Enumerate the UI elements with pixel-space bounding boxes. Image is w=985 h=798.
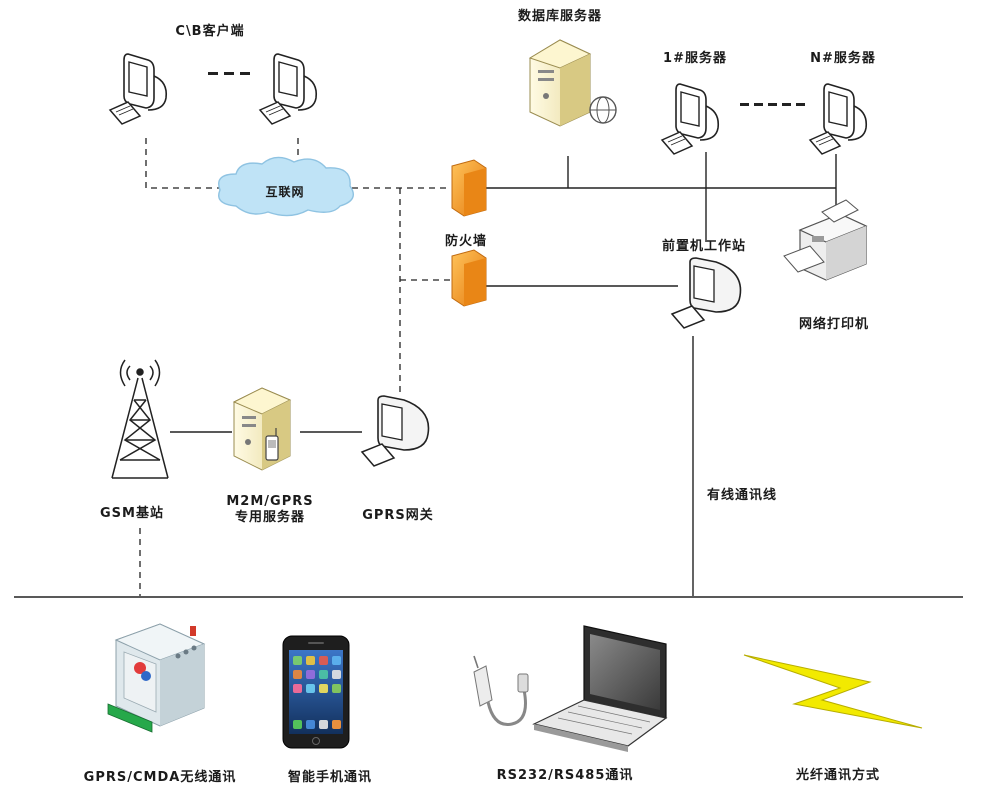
db-server-label: 数据库服务器 [517,9,603,24]
rs232-label: RS232/RS485通讯 [496,768,634,783]
client-computer-icon [109,53,168,125]
database-server-icon [528,39,617,127]
m2m-server-label: M2M/GPRS 专用服务器 [226,494,313,526]
client-computer-icon [259,53,318,125]
m2m-server-label-line2: 专用服务器 [234,510,305,525]
m2m-server-icon [232,387,292,471]
m2m-server-label-line1: M2M/GPRS [226,494,314,509]
cloud-icon [218,156,354,217]
firewall-icon [451,159,487,217]
ellipsis-dashes [740,103,805,106]
wired-line-label: 有线通讯线 [707,488,778,503]
lightning-icon [743,654,923,729]
laptop-icon [532,625,668,752]
usb-cable-icon [473,655,529,727]
ellipsis-dashes [208,72,250,75]
front-workstation-label: 前置机工作站 [661,239,747,254]
cb-clients-label: C\B客户端 [175,24,245,39]
firewall-label: 防火墙 [444,234,488,249]
server-n-computer-icon [809,83,868,155]
tower-icon [111,359,169,479]
printer-icon [783,199,868,281]
front-workstation-icon [670,257,742,329]
smartphone-label: 智能手机通讯 [287,770,373,785]
server-1-label: 1#服务器 [663,51,727,66]
server-n-label: N#服务器 [810,51,876,66]
fiber-label: 光纤通讯方式 [795,768,881,783]
server-1-computer-icon [661,83,720,155]
gprs-gateway-label: GPRS网关 [362,508,434,523]
gprs-cdma-label: GPRS/CMDA无线通讯 [83,770,237,785]
modem-icon [107,623,206,733]
network-printer-label: 网络打印机 [798,317,870,332]
firewall-icon [451,249,487,307]
gsm-station-label: GSM基站 [100,506,164,521]
connection-lines [14,138,963,598]
gprs-gateway-icon [360,395,430,467]
smartphone-icon [282,635,350,749]
internet-label: 互联网 [265,185,305,199]
